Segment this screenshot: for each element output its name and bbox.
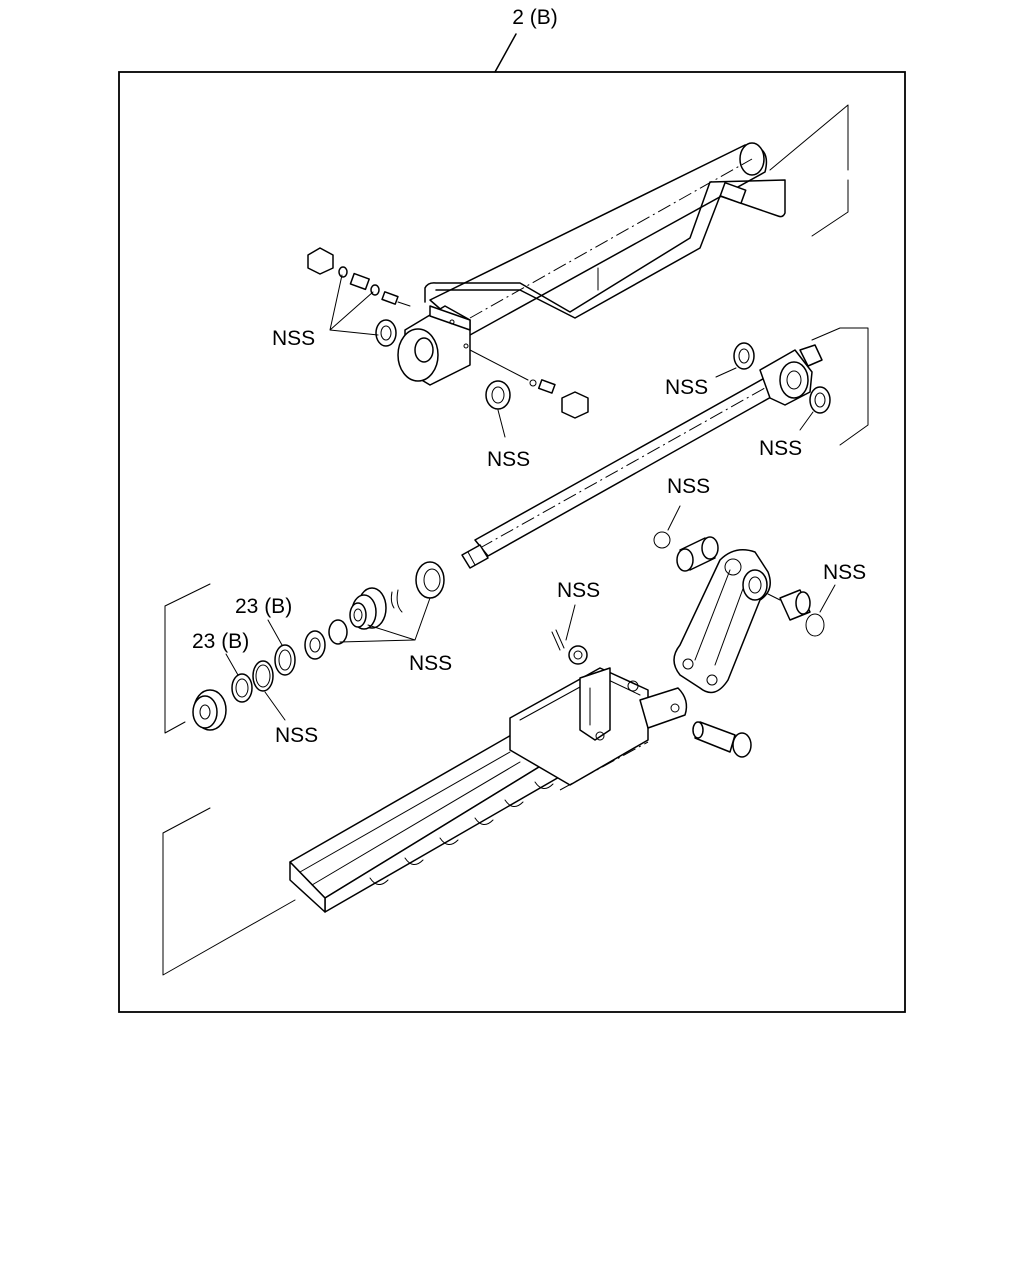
snap-ring bbox=[390, 589, 403, 613]
callout-nss-right-lower-washer: NSS bbox=[759, 437, 802, 460]
link-pin bbox=[767, 589, 811, 621]
leader-23b-lower bbox=[225, 653, 239, 676]
leader-plug-group bbox=[329, 274, 379, 336]
break-line-left bbox=[164, 583, 211, 734]
ring-23b-lower bbox=[231, 673, 253, 703]
piston bbox=[349, 587, 387, 630]
rod-eye-washer-upper bbox=[733, 342, 755, 370]
rod-eye-washer-lower bbox=[809, 386, 831, 414]
callout-nss-link-ring-top: NSS bbox=[667, 475, 710, 498]
cylinder-end-block bbox=[397, 305, 471, 386]
seal-washer-upper bbox=[375, 319, 397, 347]
callout-nss-oring-bottom: NSS bbox=[275, 724, 318, 747]
break-line-bottom bbox=[162, 807, 296, 976]
piston-seal-ring bbox=[328, 619, 348, 645]
ring-23b-upper bbox=[274, 644, 296, 676]
callout-nss-lower-seal: NSS bbox=[487, 448, 530, 471]
callout-nss-right-upper-washer: NSS bbox=[665, 376, 708, 399]
leader-cotter-pin bbox=[565, 604, 576, 641]
leader-piston-group bbox=[339, 597, 431, 643]
leader-oring-bottom bbox=[264, 691, 286, 721]
assembly-leader-line bbox=[494, 33, 517, 73]
leader-right-lower bbox=[799, 411, 814, 431]
leader-right-upper bbox=[715, 367, 737, 378]
callout-nss-piston-group: NSS bbox=[409, 652, 452, 675]
callout-part-23b-lower: 23 (B) bbox=[192, 630, 249, 653]
callout-part-23b-upper: 23 (B) bbox=[235, 595, 292, 618]
bleeder-bolt bbox=[469, 349, 589, 419]
ring-link-top bbox=[653, 531, 671, 549]
leader-link-ring-top bbox=[667, 505, 681, 531]
callout-nss-cotter-pin: NSS bbox=[557, 579, 600, 602]
piston-washer bbox=[304, 630, 326, 660]
assembly-label: 2 (B) bbox=[512, 6, 558, 29]
plug-and-spring-set bbox=[307, 247, 411, 307]
lever-link bbox=[673, 549, 771, 694]
leader-link-ring-right bbox=[819, 584, 836, 613]
leader-lower-seal bbox=[497, 409, 506, 438]
leader-23b-upper bbox=[267, 619, 283, 646]
bushing bbox=[676, 536, 719, 572]
lock-nut bbox=[192, 689, 227, 731]
cotter-washer bbox=[568, 645, 588, 665]
piston-rod bbox=[461, 327, 869, 569]
lower-channel-frame bbox=[289, 667, 688, 913]
callout-nss-link-ring-right: NSS bbox=[823, 561, 866, 584]
cotter-pin bbox=[551, 629, 565, 651]
seal-washer-lower bbox=[485, 380, 511, 410]
cylinder-tube bbox=[424, 104, 849, 336]
diagram-frame bbox=[118, 71, 906, 1013]
ring-link-right bbox=[805, 613, 825, 637]
callout-nss-plug-group: NSS bbox=[272, 327, 315, 350]
clevis-pin bbox=[692, 721, 752, 758]
